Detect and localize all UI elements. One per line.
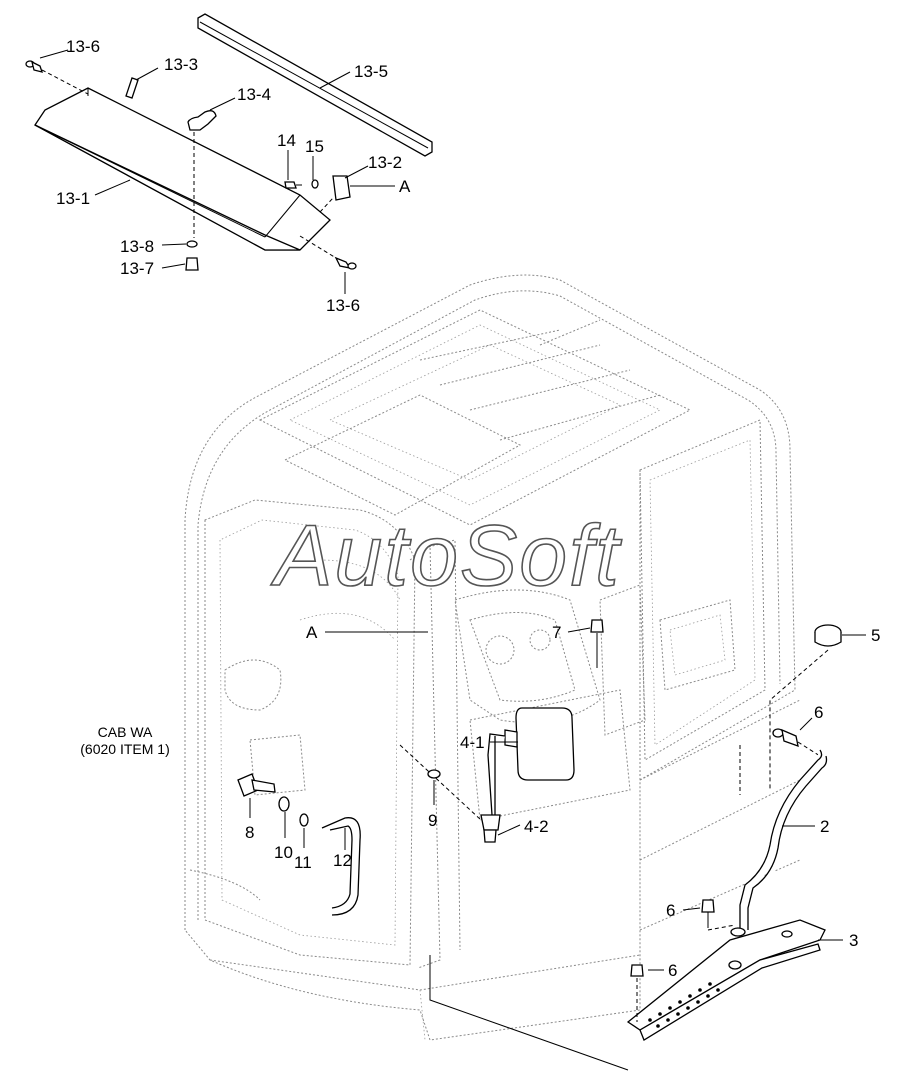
callout-13-3: 13-3 [164, 55, 198, 74]
callout-3: 3 [849, 931, 858, 950]
callout-15: 15 [305, 137, 324, 156]
callout-a-top: A [399, 177, 411, 196]
callout-6-a: 6 [814, 703, 823, 722]
screw [284, 181, 302, 189]
screw [25, 60, 89, 95]
cab-note: CAB WA (6020 ITEM 1) [80, 724, 169, 757]
callout-9: 9 [428, 811, 437, 830]
callout-a-main: A [306, 623, 318, 642]
bolt [590, 619, 604, 668]
callout-11: 11 [294, 853, 312, 872]
callout-8: 8 [245, 823, 254, 842]
step-plate [626, 919, 826, 1041]
visor-panel [34, 87, 331, 251]
watermark: AutoSoft [270, 508, 622, 604]
callout-7: 7 [552, 623, 561, 642]
callout-12: 12 [333, 851, 352, 870]
callout-4-2: 4-2 [524, 817, 549, 836]
callout-13-8: 13-8 [120, 237, 154, 256]
callout-13-4: 13-4 [237, 85, 271, 104]
callout-labels: 13-6 13-3 13-5 13-4 14 15 13-2 A 13-1 13… [56, 37, 880, 980]
cap [814, 624, 842, 647]
callout-10: 10 [274, 843, 293, 862]
screw [772, 728, 799, 747]
cab-outline [184, 274, 801, 1041]
washer [186, 240, 198, 248]
cab-note-line1: CAB WA [98, 724, 153, 740]
bolt [237, 773, 276, 797]
callout-13-5: 13-5 [354, 62, 388, 81]
callout-13-6-top: 13-6 [66, 37, 100, 56]
callout-13-7: 13-7 [120, 259, 154, 278]
washer [311, 179, 319, 189]
mirror [487, 707, 575, 816]
leader-lines [39, 49, 866, 971]
visor-assembly [25, 13, 433, 271]
bolt [185, 257, 199, 271]
mirror-base [480, 814, 501, 831]
callout-14: 14 [277, 131, 296, 150]
washer [299, 813, 309, 827]
callout-13-2: 13-2 [368, 153, 402, 172]
callout-2: 2 [820, 817, 829, 836]
long-handrail [739, 749, 823, 930]
washer [427, 769, 441, 779]
bracket [125, 77, 139, 99]
screw [299, 235, 357, 270]
washer [278, 796, 290, 812]
screw [701, 899, 715, 928]
clip [332, 175, 351, 201]
callout-13-1: 13-1 [56, 189, 90, 208]
callout-13-6-bottom: 13-6 [326, 296, 360, 315]
callout-5: 5 [871, 626, 880, 645]
screw [630, 964, 644, 977]
callout-4-1: 4-1 [460, 733, 485, 752]
callout-6-c: 6 [668, 961, 677, 980]
callout-6-b: 6 [666, 901, 675, 920]
cab-note-line2: (6020 ITEM 1) [80, 741, 169, 757]
holder [187, 110, 217, 131]
